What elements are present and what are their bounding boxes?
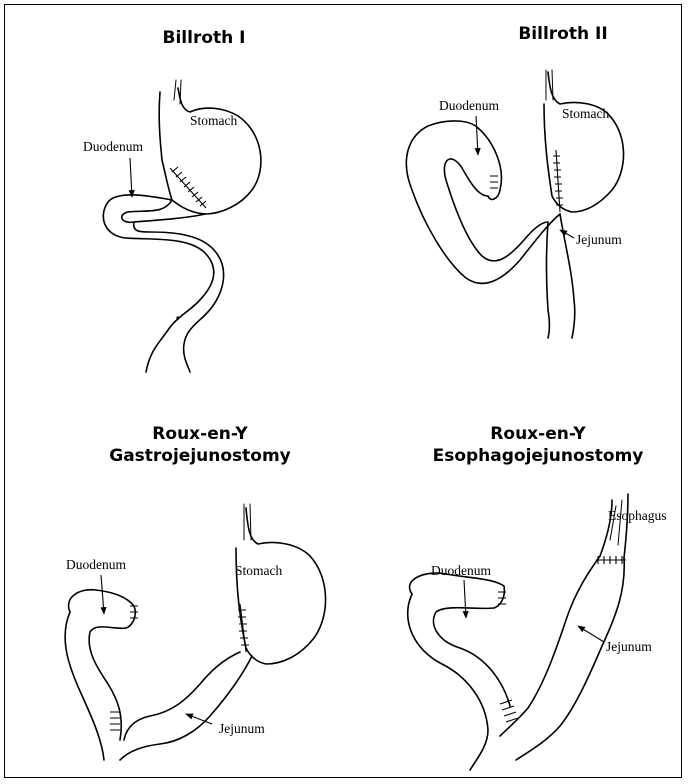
jejunum-label: Jejunum [219,721,265,736]
duodenum-arrow [130,158,132,197]
stomach-label: Stomach [562,106,609,121]
panel-title: Billroth II [518,24,607,44]
jejunum-arrow [578,626,604,642]
suture-line [596,556,626,564]
esophagus-label: Esophagus [608,508,667,523]
afferent-loop [65,612,104,760]
jejunum-arrow [560,230,574,238]
jejunum-limb [500,556,600,736]
stomach-outline [159,88,261,214]
jejunum-label: Jejunum [606,639,652,654]
panel-title-line2: Gastrojejunostomy [109,446,291,466]
duodenal-stump [478,128,501,199]
duodenal-stump [69,590,136,628]
stomach-outline [236,508,326,664]
panel-title-line2: Esophagojejunostomy [433,446,644,466]
afferent-loop [408,594,488,770]
duodenum-label: Duodenum [66,557,126,572]
jejunum-limb [120,656,252,760]
duodenum-label: Duodenum [439,98,499,113]
esophagus-stump [174,80,176,100]
duodenum-label: Duodenum [83,139,143,154]
duodenum-loop [103,195,213,372]
jejunum-label: Jejunum [576,232,622,247]
panel-title-line1: Roux-en-Y [490,424,586,444]
jejunum-limb [560,214,575,338]
panel-title: Billroth I [163,28,246,48]
duodenal-stump [410,573,505,608]
panel-title-line1: Roux-en-Y [152,424,248,444]
panel-roux-gastro: Roux-en-Y Gastrojejunostomy Duodenum Sto… [65,424,325,760]
esophagus [600,494,628,558]
panel-roux-esophago: Roux-en-Y Esophagojejunostomy Duodenum E… [408,424,667,770]
duodenum-arrow [464,580,466,618]
duodenum-arrow [476,116,478,155]
panel-billroth-2: Billroth II Duodenum Stomach Jejunum [406,24,623,338]
afferent-loop [406,121,560,283]
duodenum-label: Duodenum [431,563,491,578]
duodenum-arrow [101,575,104,614]
panel-billroth-1: Billroth I Stomach Duodenum [83,28,261,372]
suture-line [553,150,563,212]
stomach-label: Stomach [190,113,237,128]
stomach-label: Stomach [235,563,282,578]
